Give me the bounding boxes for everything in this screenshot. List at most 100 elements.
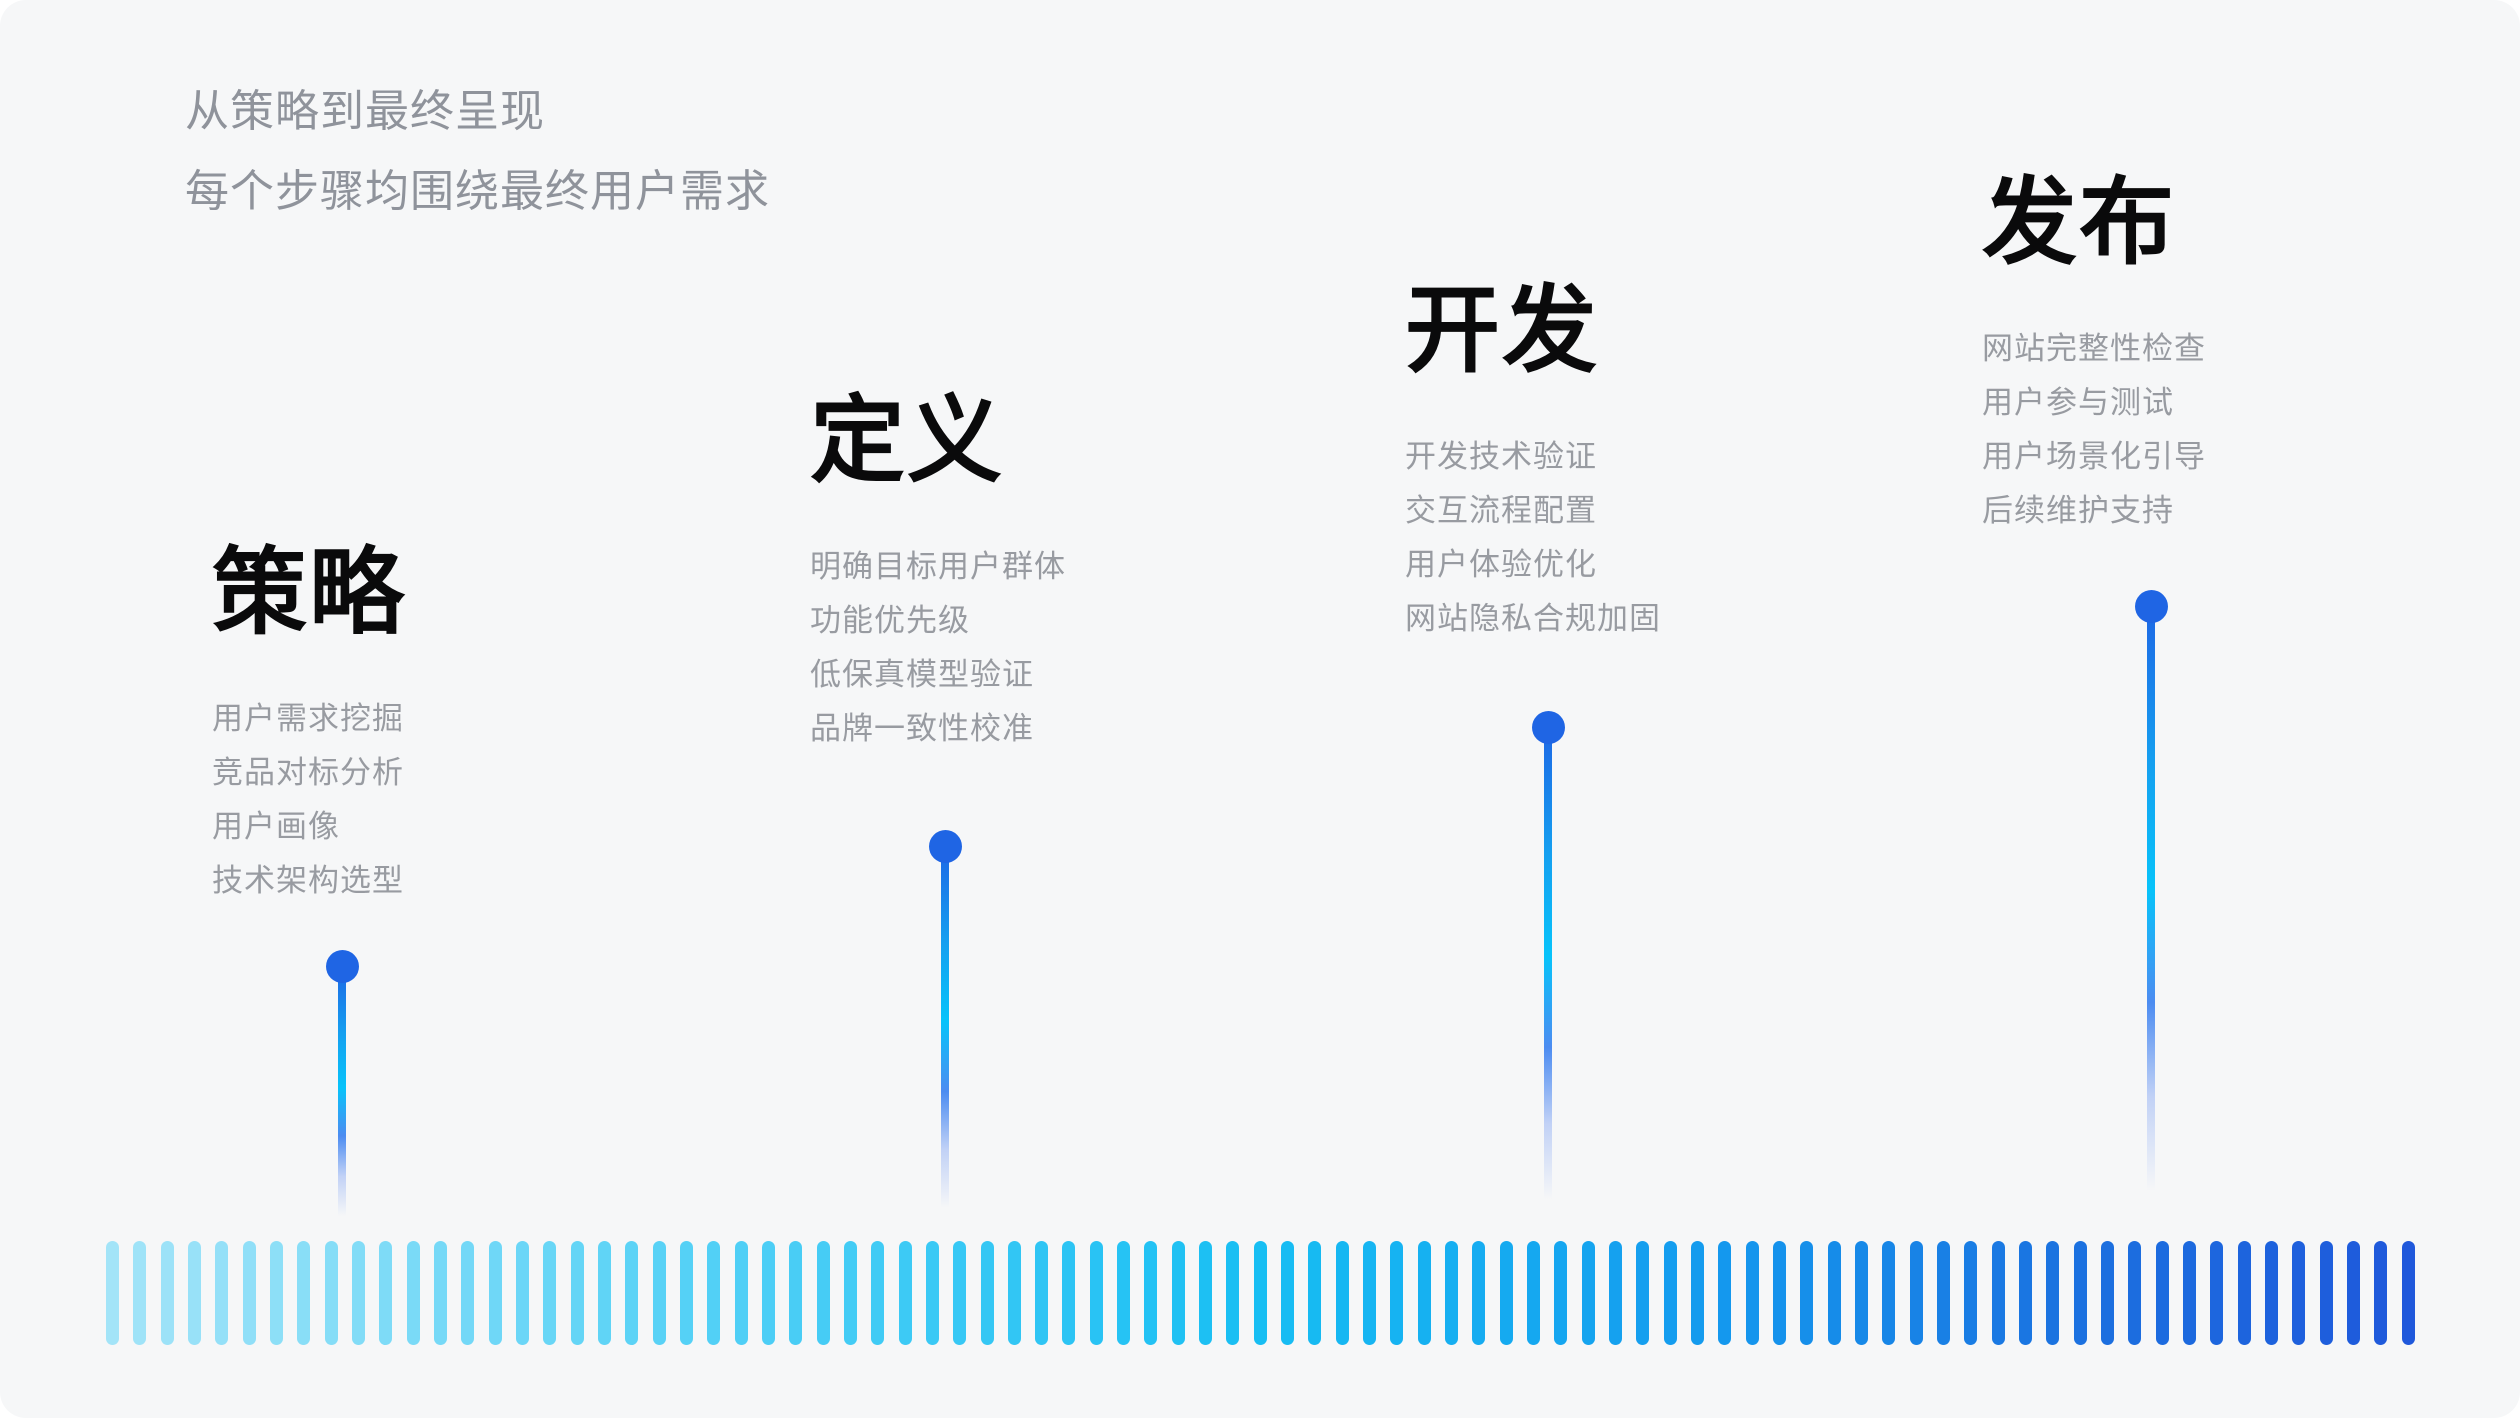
bar — [1281, 1241, 1295, 1345]
bar — [1472, 1241, 1486, 1345]
bar — [2100, 1241, 2114, 1345]
bar — [2128, 1241, 2142, 1345]
bar — [1035, 1241, 1049, 1345]
timeline-dot — [326, 950, 359, 983]
stage-title-strategy: 策略 — [212, 540, 407, 646]
bar — [1335, 1241, 1349, 1345]
stage-title-develop: 开发 — [1405, 278, 1600, 384]
bar — [2401, 1241, 2415, 1345]
stage-list-define: 明确目标用户群体 功能优先级 低保真模型验证 品牌一致性校准 — [810, 540, 1066, 756]
stage-define: 定义 明确目标用户群体 功能优先级 低保真模型验证 品牌一致性校准 — [810, 394, 1066, 756]
bar — [1609, 1241, 1623, 1345]
bar — [488, 1241, 502, 1345]
bar — [1117, 1241, 1131, 1345]
stage-item: 后续维护支持 — [1982, 493, 2174, 528]
bar — [734, 1241, 748, 1345]
stage-develop: 开发 开发技术验证 交互流程配置 用户体验优化 网站隐私合规加固 — [1405, 284, 1661, 646]
bar — [1253, 1241, 1267, 1345]
bar — [2374, 1241, 2388, 1345]
bar — [1363, 1241, 1377, 1345]
subtitle-line-1: 从策略到最终呈现 — [185, 87, 545, 136]
bar — [1527, 1241, 1541, 1345]
bar — [1718, 1241, 1732, 1345]
bar — [1499, 1241, 1513, 1345]
bar — [1144, 1241, 1158, 1345]
stage-item: 用户需求挖掘 — [212, 701, 404, 736]
bar — [1199, 1241, 1213, 1345]
subtitle-line-2: 每个步骤均围绕最终用户需求 — [185, 167, 770, 216]
bar — [597, 1241, 611, 1345]
stage-item: 用户场景化引导 — [1982, 439, 2206, 474]
bar — [2292, 1241, 2306, 1345]
stage-item: 开发技术验证 — [1405, 439, 1597, 474]
stage-item: 竞品对标分析 — [212, 755, 404, 790]
timeline-dot — [1532, 711, 1565, 744]
bar — [2237, 1241, 2251, 1345]
bar — [1445, 1241, 1459, 1345]
bar — [625, 1241, 639, 1345]
gradient-bars-row — [106, 1241, 2415, 1345]
header-subtitle: 从策略到最终呈现 每个步骤均围绕最终用户需求 — [185, 72, 770, 232]
bar — [351, 1241, 365, 1345]
bar — [2182, 1241, 2196, 1345]
bar — [1882, 1241, 1896, 1345]
bar — [1089, 1241, 1103, 1345]
bar — [925, 1241, 939, 1345]
bar — [1964, 1241, 1978, 1345]
bar — [2018, 1241, 2032, 1345]
timeline-stem — [1544, 728, 1552, 1235]
stage-list-strategy: 用户需求挖掘 竞品对标分析 用户画像 技术架构选型 — [212, 692, 406, 908]
stage-item: 交互流程配置 — [1405, 493, 1597, 528]
bar — [379, 1241, 393, 1345]
stage-item: 网站完整性检查 — [1982, 331, 2206, 366]
bar — [816, 1241, 830, 1345]
timeline-dot — [929, 830, 962, 863]
bar — [1855, 1241, 1868, 1345]
bar — [433, 1241, 447, 1345]
bar — [1773, 1241, 1787, 1345]
stage-list-launch: 网站完整性检查 用户参与测试 用户场景化引导 后续维护支持 — [1982, 322, 2206, 538]
bar — [1827, 1241, 1841, 1345]
stage-item: 低保真模型验证 — [810, 657, 1034, 692]
bar — [187, 1241, 201, 1345]
bar — [953, 1241, 967, 1345]
stage-strategy: 策略 用户需求挖掘 竞品对标分析 用户画像 技术架构选型 — [212, 546, 406, 908]
bar — [2210, 1241, 2224, 1345]
stage-item: 用户体验优化 — [1405, 547, 1597, 582]
stage-list-develop: 开发技术验证 交互流程配置 用户体验优化 网站隐私合规加固 — [1405, 430, 1661, 646]
bar — [1936, 1241, 1950, 1345]
bar — [789, 1241, 803, 1345]
timeline-stem — [2147, 607, 2155, 1235]
bar — [1909, 1241, 1923, 1345]
bar — [980, 1241, 994, 1345]
bar — [543, 1241, 557, 1345]
timeline-dot — [2135, 590, 2168, 623]
bar — [106, 1241, 119, 1345]
timeline-stem — [941, 847, 949, 1235]
bar — [1417, 1241, 1431, 1345]
stage-item: 用户参与测试 — [1982, 385, 2174, 420]
bar — [761, 1241, 775, 1345]
stage-launch: 发布 网站完整性检查 用户参与测试 用户场景化引导 后续维护支持 — [1982, 176, 2206, 538]
stage-item: 技术架构选型 — [212, 863, 404, 898]
bar — [297, 1241, 311, 1345]
bar — [461, 1241, 475, 1345]
bar — [133, 1241, 147, 1345]
bar — [2155, 1241, 2169, 1345]
bar — [707, 1241, 721, 1345]
bar — [570, 1241, 584, 1345]
bar — [1226, 1241, 1240, 1345]
bar — [215, 1241, 229, 1345]
bar — [2319, 1241, 2333, 1345]
bar — [2264, 1241, 2278, 1345]
bar — [1663, 1241, 1677, 1345]
bar — [652, 1241, 666, 1345]
bar — [2046, 1241, 2060, 1345]
bar — [2346, 1241, 2360, 1345]
bar — [1171, 1241, 1185, 1345]
bar — [871, 1241, 885, 1345]
bar — [1308, 1241, 1322, 1345]
bar — [1745, 1241, 1759, 1345]
bar — [2073, 1241, 2087, 1345]
